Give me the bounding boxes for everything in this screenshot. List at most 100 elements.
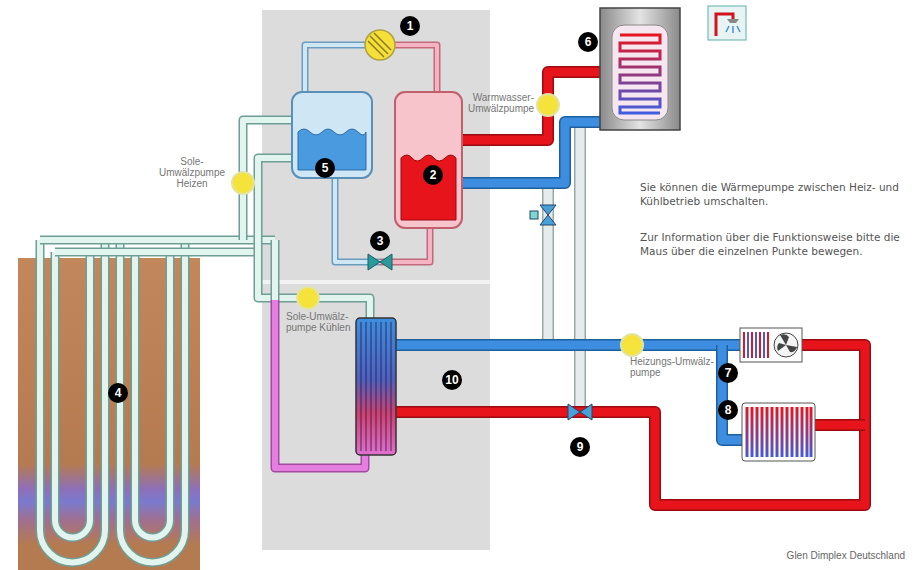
circulation-pump-part (297, 287, 319, 309)
brine-pipe-part (135, 252, 170, 538)
brine-pipe-part (55, 252, 90, 538)
water-pipe-part (396, 345, 865, 505)
compressor (365, 30, 395, 60)
brine-pipe-part (135, 252, 170, 538)
fan-coil-part (740, 328, 802, 362)
callout-number: 8 (718, 400, 738, 420)
callout-number: 7 (718, 363, 738, 383)
brine-pipe-part (55, 249, 258, 255)
water-pipe (396, 72, 865, 505)
refrigerant-loop-part (335, 178, 380, 262)
callout-number: 3 (370, 231, 390, 251)
cooling-heat-exchanger (356, 318, 396, 455)
brine-pipe-part (275, 300, 365, 468)
three-way-valve-part (530, 211, 538, 219)
radiator-part (742, 403, 815, 461)
brine-pipe-part (258, 158, 370, 318)
pale-pipe-part (576, 122, 585, 412)
brine-pipe-part (40, 240, 105, 562)
compressor-part (365, 30, 395, 60)
water-pipe-part (815, 421, 865, 430)
water-pipe-part (462, 122, 600, 183)
brine-pipe-part (258, 158, 370, 318)
callout-number: 6 (578, 32, 598, 52)
brine-pipe-part (55, 248, 258, 257)
water-pipe-part (462, 72, 600, 140)
pump-label: Sole-Umwälzpumpe Heizen (148, 156, 236, 189)
radiator (742, 403, 815, 461)
diverter-valve (568, 404, 592, 420)
shower-icon-part (708, 6, 746, 40)
shower-icon (708, 6, 746, 40)
brine-pipe-part (120, 240, 185, 562)
fan-coil-part (748, 332, 764, 358)
brine-pipe-part (120, 240, 185, 562)
pump-label: Sole-Umwälz- pumpe Kühlen (286, 311, 352, 333)
water-pipe-part (722, 345, 742, 440)
fan-coil-part (777, 334, 797, 352)
callout-number: 10 (442, 370, 462, 390)
hot-water-tank (600, 8, 680, 130)
circulation-pump-part (232, 172, 254, 194)
info-note: Zur Information über die Funktionsweise … (640, 230, 902, 258)
callout-number: 1 (400, 16, 420, 36)
brine-pipe-part (275, 300, 365, 468)
diverter-valve-part (568, 404, 580, 420)
pump-label: Heizungs-Umwälz- pumpe (630, 356, 715, 378)
shower-icon-part (716, 14, 733, 36)
brine-pipe-part (40, 240, 105, 562)
diverter-valve-part (580, 404, 592, 420)
fan-coil-part (744, 332, 768, 358)
machine-panel-part (262, 280, 490, 284)
cooling-heat-exchanger-part (361, 322, 391, 451)
hot-water-tank-part (600, 8, 680, 130)
three-way-valve-part (540, 215, 556, 225)
expansion-valve-part (368, 254, 380, 270)
hot-water-tank-part (612, 25, 668, 120)
water-pipe-part (396, 345, 865, 505)
water-pipe-part (396, 339, 740, 351)
pump-label: Warmwasser- Umwälzpumpe (468, 92, 534, 114)
water-pipe-part (462, 72, 600, 140)
condenser (395, 92, 462, 228)
machine-panel (262, 10, 490, 550)
brine-pipe-part (55, 252, 90, 538)
circulation-pump (232, 94, 643, 356)
evaporator (292, 92, 372, 178)
credit-text: Glen Dimplex Deutschland (690, 550, 905, 562)
pale-pipe-part (574, 122, 586, 412)
radiator-part (747, 407, 811, 457)
fan-coil-part (774, 333, 798, 357)
condenser-part (401, 155, 456, 220)
callout-number: 4 (108, 383, 128, 403)
refrigerant-loop-part (335, 178, 380, 262)
water-pipe-part (722, 345, 742, 440)
water-pipe-part (462, 122, 600, 183)
three-way-valve (530, 205, 556, 225)
condenser-part (395, 92, 462, 228)
fan-coil (740, 328, 802, 362)
brine-pipe (40, 120, 370, 562)
water-pipe-part (396, 341, 740, 350)
info-note: Sie können die Wärmepumpe zwischen Heiz-… (640, 180, 902, 208)
circulation-pump-part (537, 94, 559, 116)
cooling-heat-exchanger-part (356, 318, 396, 455)
callout-number: 5 (315, 158, 335, 178)
expansion-valve (368, 254, 392, 270)
three-way-valve-part (540, 205, 556, 215)
brine-pipe-part (272, 240, 278, 300)
hot-water-tank-part (620, 35, 660, 113)
brine-pipe-part (271, 240, 280, 300)
water-pipe-part (815, 419, 865, 431)
shower-icon-part (726, 26, 740, 33)
shower-icon-part (727, 19, 739, 23)
compressor-part (368, 33, 391, 57)
callout-number: 9 (570, 437, 590, 457)
machine-panel-part (262, 10, 490, 550)
evaporator-part (292, 92, 372, 178)
callout-number: 2 (423, 165, 443, 185)
expansion-valve-part (380, 254, 392, 270)
circulation-pump-part (621, 334, 643, 356)
